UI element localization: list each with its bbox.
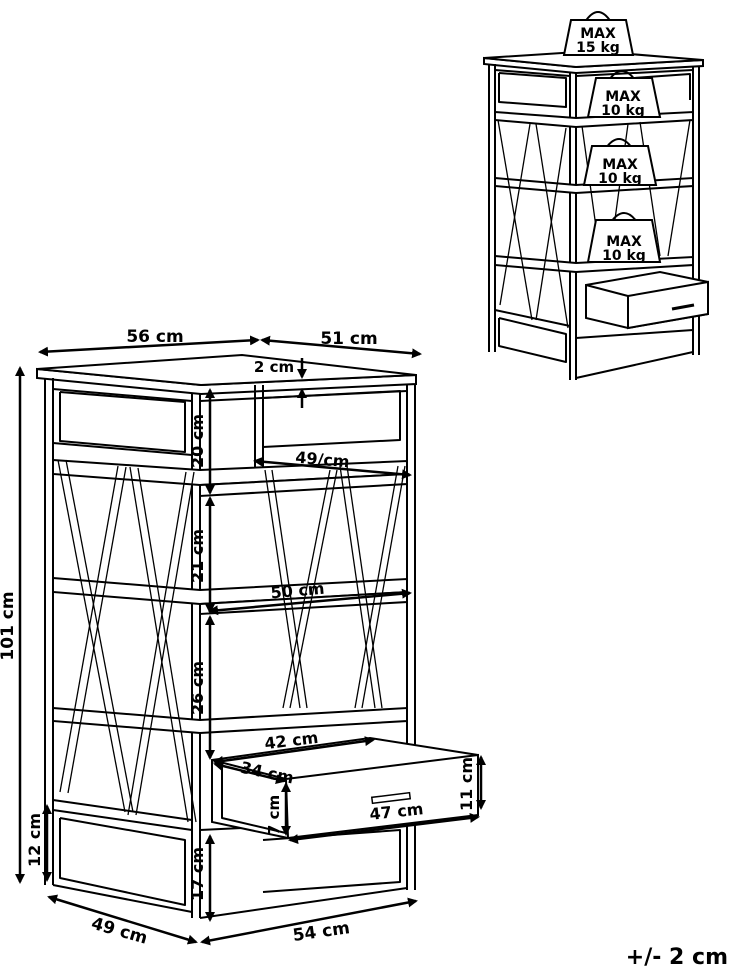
weight-10kg-2: MAX 10 kg (582, 138, 658, 187)
total-height-label: 101 cm (0, 591, 18, 660)
second-gap-height-label: 21 cm (188, 529, 207, 583)
shelf-3 (52, 706, 408, 735)
weight-15kg: MAX 15 kg (562, 11, 635, 56)
bottom-panel-height-label: 12 cm (25, 813, 44, 867)
drawer-front-height-label: 11 cm (457, 757, 476, 811)
top-width-label: 56 cm (126, 327, 183, 347)
third-gap-height-label: 26 cm (188, 661, 207, 715)
weight-10kg-1: MAX 10 kg (586, 70, 662, 119)
dimension-lines (15, 335, 486, 946)
drawer-handle (370, 791, 412, 805)
svg-text:MAX: MAX (602, 157, 638, 173)
svg-text:10 kg: 10 kg (598, 171, 642, 187)
leg-height-label: 17 cm (188, 847, 207, 901)
load-capacity-unit: MAX 15 kg MAX 10 kg MAX 10 kg MAX 10 kg (483, 11, 709, 380)
svg-text:15 kg: 15 kg (576, 40, 620, 56)
top-thickness-label: 2 cm (254, 358, 294, 376)
shelf-depth-label: 49/cm (295, 448, 351, 472)
drawer-inner-height-label: 7 cm (265, 795, 283, 835)
middle-shelf-width-label: 50 cm (270, 579, 325, 603)
top-depth-label: 51 cm (320, 329, 377, 349)
main-shelf-unit (36, 353, 479, 919)
weight-10kg-3: MAX 10 kg (586, 212, 662, 264)
tolerance-note: +/- 2 cm (625, 945, 728, 970)
svg-text:10 kg: 10 kg (601, 103, 645, 119)
svg-text:MAX: MAX (580, 26, 616, 42)
top-compartment-height-label: 20 cm (188, 414, 207, 468)
svg-text:MAX: MAX (605, 89, 641, 105)
svg-text:MAX: MAX (606, 234, 642, 250)
top-surface (36, 353, 417, 387)
dimension-labels: 56 cm 51 cm 2 cm 20 cm 49/cm 21 cm 50 cm… (0, 327, 476, 949)
svg-text:10 kg: 10 kg (602, 248, 646, 264)
